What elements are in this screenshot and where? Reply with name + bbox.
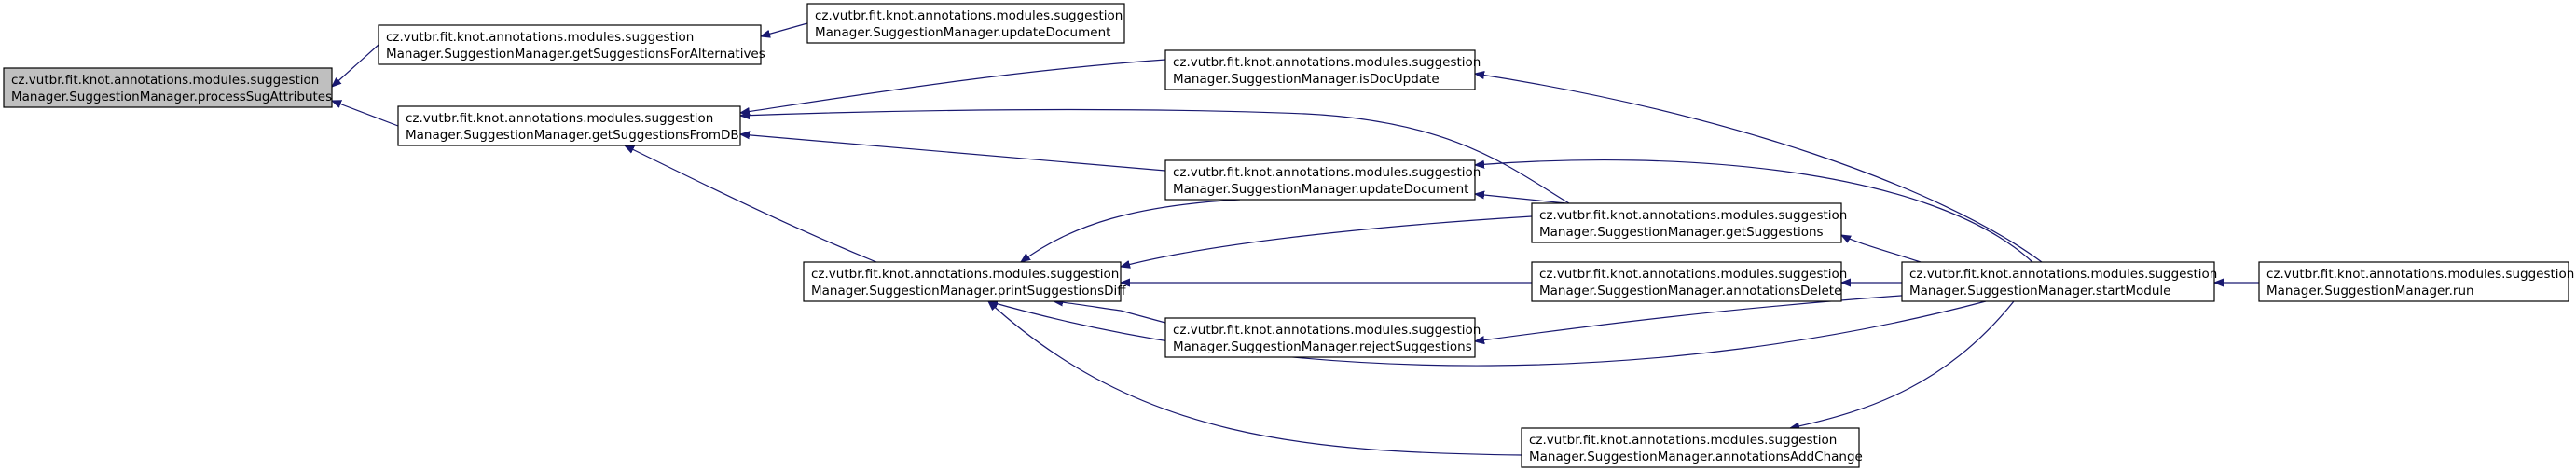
node-getSuggestionsForAlternatives[interactable]: cz.vutbr.fit.knot.annotations.modules.su… (378, 24, 765, 65)
node-processSugAttributes-line2: Manager.SuggestionManager.processSugAttr… (11, 90, 332, 104)
node-run[interactable]: cz.vutbr.fit.knot.annotations.modules.su… (2258, 261, 2574, 302)
node-updateDocument-line1: cz.vutbr.fit.knot.annotations.modules.su… (1173, 165, 1481, 180)
edge-startModule-to-printSuggestionsDiff (988, 301, 1987, 367)
node-printSuggestionsDiff[interactable]: cz.vutbr.fit.knot.annotations.modules.su… (803, 261, 1126, 302)
edge-startModule-to-annotationsAddChange (1790, 300, 2015, 428)
edge-annotationsAddChange-to-printSuggestionsDiff (988, 301, 1522, 456)
node-startModule-line1: cz.vutbr.fit.knot.annotations.modules.su… (1909, 267, 2217, 282)
node-getSuggestions[interactable]: cz.vutbr.fit.knot.annotations.modules.su… (1531, 202, 1847, 243)
edge-updateDocument-to-printSuggestionsDiff (1021, 199, 1241, 262)
edge-rejectSuggestions-to-printSuggestionsDiff (1054, 301, 1166, 324)
edge-updateDocument-to-getSuggestionsFromDB (740, 134, 1166, 172)
edge-startModule-to-rejectSuggestions (1475, 292, 1940, 341)
edge-printSuggestionsDiff-to-getSuggestionsFromDB (625, 145, 877, 263)
node-getSuggestions-line2: Manager.SuggestionManager.getSuggestions (1539, 225, 1824, 240)
node-rejectSuggestions[interactable]: cz.vutbr.fit.knot.annotations.modules.su… (1164, 317, 1481, 358)
node-annotationsDelete[interactable]: cz.vutbr.fit.knot.annotations.modules.su… (1531, 261, 1847, 302)
edge-isDocUpdate-to-getSuggestionsFromDB (740, 59, 1166, 113)
node-isDocUpdate[interactable]: cz.vutbr.fit.knot.annotations.modules.su… (1164, 49, 1481, 90)
edges (332, 22, 2259, 456)
nodes: cz.vutbr.fit.knot.annotations.modules.su… (3, 3, 2574, 468)
node-isDocUpdate-line2: Manager.SuggestionManager.isDocUpdate (1173, 72, 1440, 87)
edge-getSuggestions-to-printSuggestionsDiff (1121, 215, 1533, 267)
node-updateDocumentTop-line1: cz.vutbr.fit.knot.annotations.modules.su… (815, 8, 1123, 23)
node-rejectSuggestions-line1: cz.vutbr.fit.knot.annotations.modules.su… (1173, 323, 1481, 338)
node-updateDocumentTop[interactable]: cz.vutbr.fit.knot.annotations.modules.su… (806, 3, 1125, 44)
node-annotationsAddChange-line1: cz.vutbr.fit.knot.annotations.modules.su… (1529, 433, 1837, 448)
node-getSuggestions-line1: cz.vutbr.fit.knot.annotations.modules.su… (1539, 208, 1847, 223)
node-annotationsAddChange[interactable]: cz.vutbr.fit.knot.annotations.modules.su… (1521, 427, 1863, 468)
node-annotationsAddChange-line2: Manager.SuggestionManager.annotationsAdd… (1529, 450, 1863, 464)
node-annotationsDelete-line2: Manager.SuggestionManager.annotationsDel… (1539, 284, 1841, 298)
node-processSugAttributes[interactable]: cz.vutbr.fit.knot.annotations.modules.su… (3, 67, 333, 108)
node-getSuggestionsFromDB-line2: Manager.SuggestionManager.getSuggestions… (406, 128, 739, 143)
node-isDocUpdate-line1: cz.vutbr.fit.knot.annotations.modules.su… (1173, 55, 1481, 70)
node-getSuggestionsFromDB[interactable]: cz.vutbr.fit.knot.annotations.modules.su… (397, 105, 741, 146)
node-run-line1: cz.vutbr.fit.knot.annotations.modules.su… (2266, 267, 2574, 282)
node-updateDocumentTop-line2: Manager.SuggestionManager.updateDocument (815, 25, 1110, 40)
edge-getSuggestionsForAlternatives-to-processSugAttributes (332, 44, 379, 87)
node-processSugAttributes-line1: cz.vutbr.fit.knot.annotations.modules.su… (11, 73, 319, 88)
node-run-line2: Manager.SuggestionManager.run (2266, 284, 2474, 298)
edge-getSuggestions-to-getSuggestionsFromDB (740, 108, 1570, 204)
edge-getSuggestions-to-updateDocument (1475, 194, 1567, 204)
node-rejectSuggestions-line2: Manager.SuggestionManager.rejectSuggesti… (1173, 339, 1472, 354)
edge-startModule-to-isDocUpdate (1475, 74, 2043, 263)
node-startModule-line2: Manager.SuggestionManager.startModule (1909, 284, 2170, 298)
node-updateDocument-line2: Manager.SuggestionManager.updateDocument (1173, 182, 1468, 197)
edge-getSuggestionsFromDB-to-processSugAttributes (332, 101, 399, 127)
node-updateDocument[interactable]: cz.vutbr.fit.knot.annotations.modules.su… (1164, 159, 1481, 201)
node-getSuggestionsForAlternatives-line1: cz.vutbr.fit.knot.annotations.modules.su… (386, 30, 694, 45)
edge-updateDocumentTop-to-getSuggestionsForAlternatives (761, 22, 808, 36)
node-printSuggestionsDiff-line2: Manager.SuggestionManager.printSuggestio… (811, 284, 1126, 298)
edge-startModule-to-updateDocument (1475, 159, 2033, 263)
node-getSuggestionsFromDB-line1: cz.vutbr.fit.knot.annotations.modules.su… (406, 111, 713, 126)
node-annotationsDelete-line1: cz.vutbr.fit.knot.annotations.modules.su… (1539, 267, 1847, 282)
edge-startModule-to-getSuggestions (1841, 235, 1922, 263)
node-printSuggestionsDiff-line1: cz.vutbr.fit.knot.annotations.modules.su… (811, 267, 1119, 282)
node-startModule[interactable]: cz.vutbr.fit.knot.annotations.modules.su… (1901, 261, 2217, 302)
node-getSuggestionsForAlternatives-line2: Manager.SuggestionManager.getSuggestions… (386, 47, 765, 62)
